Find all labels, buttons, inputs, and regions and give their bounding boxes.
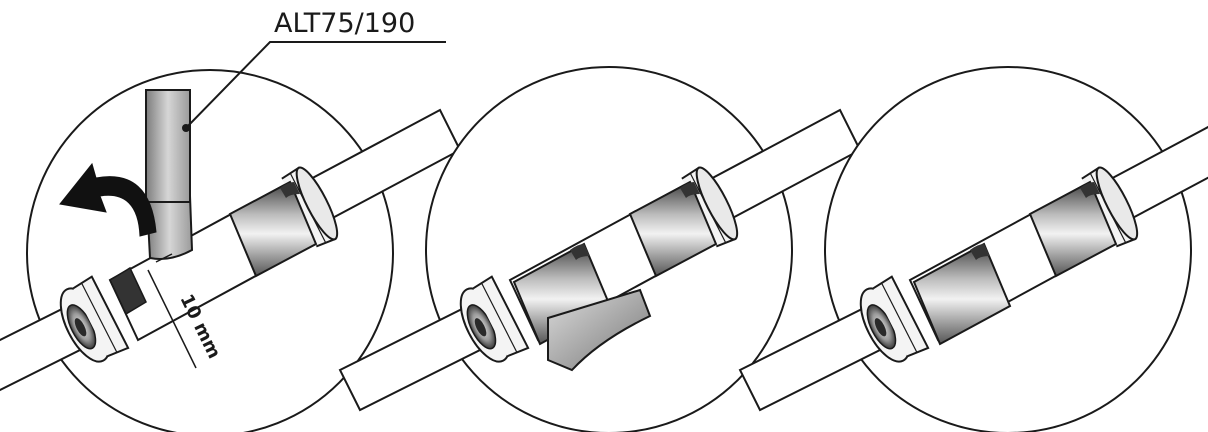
dimension-line-a (147, 269, 197, 369)
part-label: ALT75/190 (274, 8, 415, 39)
tape-strip (145, 194, 194, 260)
callout-dot (182, 124, 190, 132)
loose-tape (547, 288, 652, 372)
wrap-direction-arrow (59, 162, 157, 237)
dimension-line-b (155, 253, 173, 263)
panel-step-3 (739, 66, 1208, 432)
panel-step-2 (339, 66, 861, 432)
panel-1-joint (0, 109, 461, 411)
panel-step-1: ALT75/190 10 mm (0, 8, 461, 432)
callout-leader (185, 41, 446, 129)
tape-strip-upper (145, 89, 191, 203)
